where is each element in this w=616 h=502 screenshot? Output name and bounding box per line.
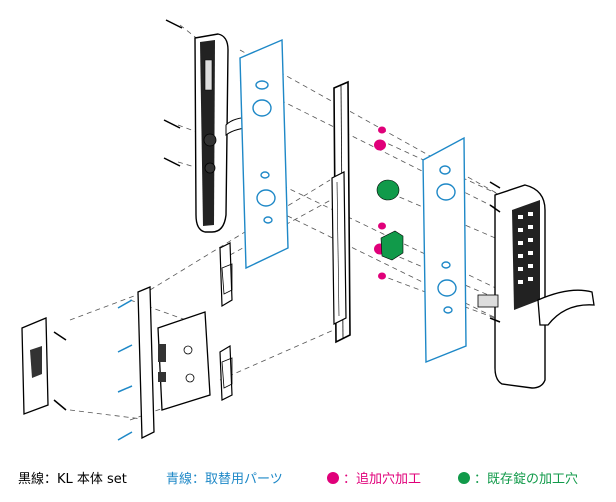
green-dot-icon [458, 471, 470, 484]
mounting-screws-top [163, 19, 183, 167]
strike-plate-top [219, 242, 233, 308]
frame-strike-screws [53, 331, 67, 411]
strike-plate-bottom [219, 344, 233, 401]
outside-replacement-plate [239, 38, 289, 270]
exploded-lock-diagram [21, 19, 595, 441]
mortise-screws [117, 299, 133, 441]
magenta-dot-icon [327, 471, 339, 484]
keypad-unit [477, 184, 595, 389]
keypad-buttons [518, 212, 533, 284]
door-edge-faceplate [331, 171, 347, 325]
legend-additional-hole: ：追加穴加工 [327, 468, 421, 487]
existing-lock-holes [376, 179, 404, 261]
lever-handle [537, 289, 595, 326]
legend-body-set: 黒線：KL 本体 set [18, 472, 127, 487]
frame-strike-plate [21, 317, 49, 415]
legend: 黒線：KL 本体 set 青線：取替用パーツ ：追加穴加工 ：既存錠の加工穴 [0, 462, 616, 502]
mounting-screws-right [489, 181, 501, 323]
outside-escutcheon [194, 33, 263, 233]
inside-replacement-plate [422, 136, 467, 364]
mortise-lock-body [137, 286, 211, 440]
legend-replacement-parts: 青線：取替用パーツ [166, 472, 283, 487]
legend-existing-hole: ：既存錠の加工穴 [458, 468, 578, 487]
